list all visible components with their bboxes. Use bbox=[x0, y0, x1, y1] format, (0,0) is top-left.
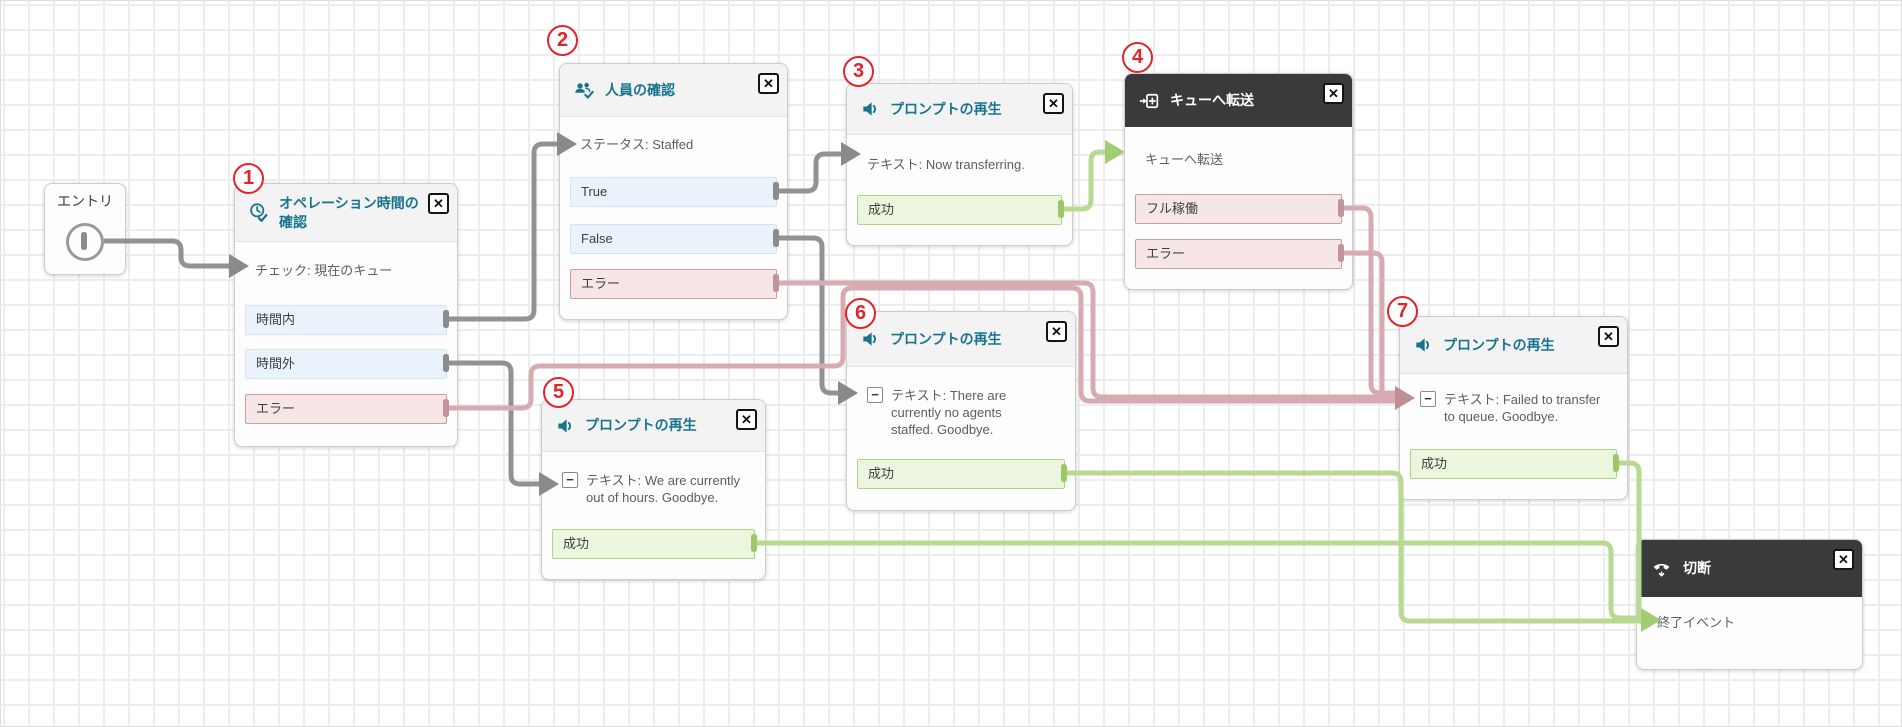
step-badge-5: 5 bbox=[543, 377, 574, 408]
collapse-checkbox[interactable]: − bbox=[867, 387, 883, 403]
node-parameter-text: −テキスト: We are currently out of hours. Go… bbox=[562, 472, 748, 506]
node-header: プロンプトの再生 ✕ bbox=[1400, 317, 1627, 374]
step-badge-3: 3 bbox=[843, 56, 874, 87]
step-badge-6: 6 bbox=[845, 298, 876, 329]
output-時間外[interactable]: 時間外 bbox=[245, 349, 447, 379]
step-badge-1: 1 bbox=[233, 163, 264, 194]
close-icon[interactable]: ✕ bbox=[1833, 549, 1854, 570]
node-check-hours-of-operation[interactable]: オペレーション時間の確認 ✕ チェック: 現在のキュー時間内時間外エラー bbox=[234, 183, 458, 447]
node-title: プロンプトの再生 bbox=[890, 330, 1002, 347]
node-title: 切断 bbox=[1683, 560, 1711, 577]
output-エラー[interactable]: エラー bbox=[245, 394, 447, 424]
node-parameter-text: キューへ転送 bbox=[1145, 151, 1335, 168]
output-False[interactable]: False bbox=[570, 224, 777, 254]
close-icon[interactable]: ✕ bbox=[1046, 321, 1067, 342]
parameter-label: キューへ転送 bbox=[1145, 152, 1224, 167]
connector-gray[interactable] bbox=[446, 360, 541, 487]
node-title: プロンプトの再生 bbox=[1443, 336, 1555, 353]
entry-label: エントリ bbox=[57, 193, 113, 209]
clock-check-icon bbox=[248, 202, 269, 223]
parameter-label: テキスト: Failed to transfer to queue. Goodb… bbox=[1444, 392, 1601, 425]
close-icon[interactable]: ✕ bbox=[1598, 326, 1619, 347]
parameter-label: ステータス: Staffed bbox=[580, 137, 694, 152]
node-header: プロンプトの再生 ✕ bbox=[847, 312, 1075, 367]
node-parameter-text: チェック: 現在のキュー bbox=[255, 262, 435, 279]
connector-green[interactable] bbox=[754, 540, 1641, 621]
output-エラー[interactable]: エラー bbox=[1135, 239, 1342, 269]
entry-start-icon bbox=[66, 223, 104, 261]
close-icon[interactable]: ✕ bbox=[1323, 83, 1344, 104]
parameter-label: チェック: 現在のキュー bbox=[255, 263, 393, 278]
connector-gray[interactable] bbox=[446, 141, 559, 322]
node-parameter-text: −テキスト: There are currently no agents sta… bbox=[867, 387, 1041, 438]
node-title: プロンプトの再生 bbox=[890, 100, 1002, 117]
node-disconnect[interactable]: 切断 ✕ 終了イベント bbox=[1636, 539, 1863, 670]
node-header: キューへ転送 ✕ bbox=[1125, 74, 1352, 127]
collapse-checkbox[interactable]: − bbox=[562, 472, 578, 488]
close-icon[interactable]: ✕ bbox=[758, 73, 779, 94]
node-play-prompt-transfer-failed[interactable]: プロンプトの再生 ✕ −テキスト: Failed to transfer to qu… bbox=[1399, 316, 1628, 500]
output-成功[interactable]: 成功 bbox=[857, 459, 1065, 489]
parameter-label: 終了イベント bbox=[1657, 615, 1736, 630]
output-True[interactable]: True bbox=[570, 177, 777, 207]
output-時間内[interactable]: 時間内 bbox=[245, 305, 447, 335]
users-check-icon bbox=[573, 80, 595, 101]
node-header: 切断 ✕ bbox=[1637, 540, 1862, 597]
step-badge-2: 2 bbox=[547, 25, 578, 56]
speaker-icon bbox=[860, 329, 880, 349]
speaker-icon bbox=[555, 416, 575, 436]
node-play-prompt-no-agents[interactable]: プロンプトの再生 ✕ −テキスト: There are currently no a… bbox=[846, 311, 1076, 511]
output-成功[interactable]: 成功 bbox=[552, 529, 755, 559]
output-成功[interactable]: 成功 bbox=[857, 195, 1062, 225]
node-play-prompt-transferring[interactable]: プロンプトの再生 ✕ テキスト: Now transferring. 成功 bbox=[846, 83, 1073, 246]
node-play-prompt-out-of-hours[interactable]: プロンプトの再生 ✕ −テキスト: We are currently out of … bbox=[541, 399, 766, 580]
node-header: オペレーション時間の確認 ✕ bbox=[235, 184, 457, 242]
parameter-label: テキスト: We are currently out of hours. Goo… bbox=[586, 473, 740, 506]
output-エラー[interactable]: エラー bbox=[570, 269, 777, 299]
close-icon[interactable]: ✕ bbox=[428, 193, 449, 214]
parameter-label: テキスト: There are currently no agents staf… bbox=[891, 388, 1007, 438]
node-title: 人員の確認 bbox=[605, 81, 675, 98]
parameter-label: テキスト: Now transferring. bbox=[867, 157, 1025, 172]
node-parameter-text: 終了イベント bbox=[1657, 614, 1837, 631]
node-parameter-text: ステータス: Staffed bbox=[580, 136, 765, 153]
transfer-queue-icon bbox=[1138, 91, 1160, 111]
connector-arrowhead bbox=[1105, 140, 1125, 164]
speaker-icon bbox=[860, 99, 880, 119]
close-icon[interactable]: ✕ bbox=[1043, 93, 1064, 114]
node-title: オペレーション時間の確認 bbox=[279, 195, 419, 230]
node-header: プロンプトの再生 ✕ bbox=[847, 84, 1072, 135]
close-icon[interactable]: ✕ bbox=[736, 409, 757, 430]
node-title: プロンプトの再生 bbox=[585, 417, 697, 434]
phone-down-icon bbox=[1650, 559, 1673, 579]
node-header: プロンプトの再生 ✕ bbox=[542, 400, 765, 452]
node-entry[interactable]: エントリ bbox=[44, 183, 126, 275]
node-parameter-text: −テキスト: Failed to transfer to queue. Good… bbox=[1420, 391, 1616, 425]
collapse-checkbox[interactable]: − bbox=[1420, 391, 1436, 407]
node-header: 人員の確認 ✕ bbox=[560, 64, 787, 117]
step-badge-7: 7 bbox=[1387, 296, 1418, 327]
output-成功[interactable]: 成功 bbox=[1410, 449, 1617, 479]
output-フル稼働[interactable]: フル稼働 bbox=[1135, 194, 1342, 224]
node-parameter-text: テキスト: Now transferring. bbox=[867, 156, 1057, 173]
node-transfer-to-queue[interactable]: キューへ転送 ✕ キューへ転送フル稼働エラー bbox=[1124, 73, 1353, 290]
node-title: キューへ転送 bbox=[1170, 92, 1254, 109]
step-badge-4: 4 bbox=[1122, 42, 1153, 73]
speaker-icon bbox=[1413, 335, 1433, 355]
